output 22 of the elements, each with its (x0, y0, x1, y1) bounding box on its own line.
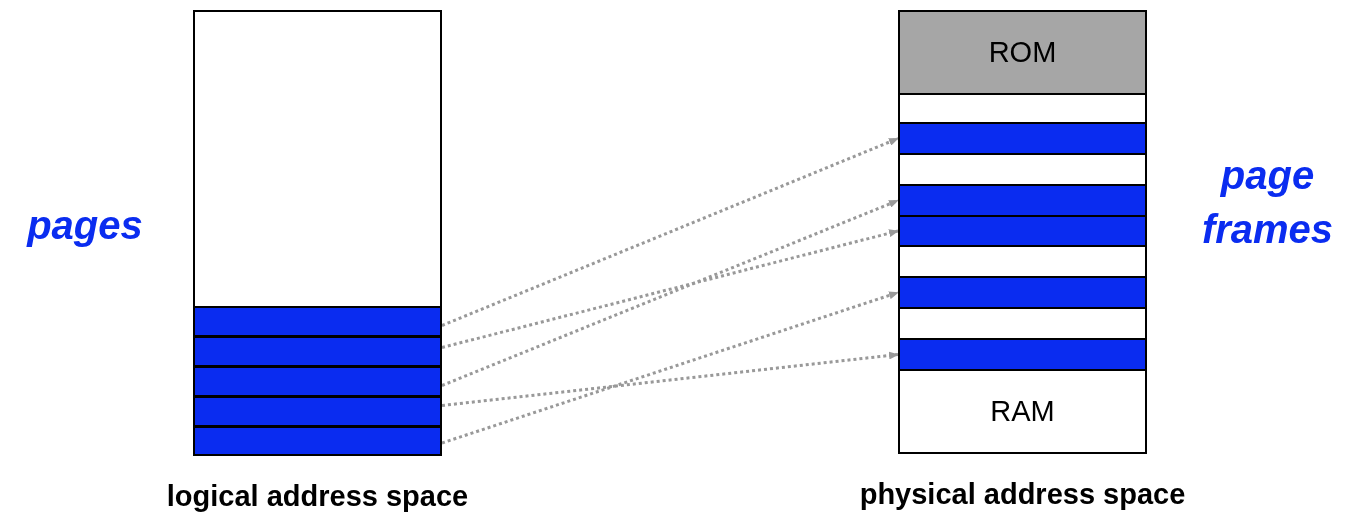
memory-slot (898, 338, 1147, 371)
arrow (441, 137, 899, 327)
arrow (441, 291, 899, 445)
memory-slot (898, 276, 1147, 309)
memory-slot (898, 215, 1147, 247)
arrow (441, 351, 899, 407)
memory-slot (898, 184, 1147, 217)
memory-slot (898, 122, 1147, 155)
side-label: page frames (1200, 152, 1335, 253)
block-caption: physical address space (858, 478, 1187, 511)
side-label: pages (25, 202, 144, 249)
memory-region (898, 10, 1147, 95)
arrow (441, 229, 899, 349)
block-caption: logical address space (165, 480, 470, 513)
memory-slot (193, 426, 442, 456)
memory-slot (193, 336, 442, 367)
arrow (441, 199, 899, 387)
memory-slot (193, 306, 442, 337)
region-label: RAM (990, 395, 1055, 428)
memory-slot (193, 366, 442, 397)
memory-slot (193, 396, 442, 427)
region-label: ROM (988, 36, 1057, 69)
